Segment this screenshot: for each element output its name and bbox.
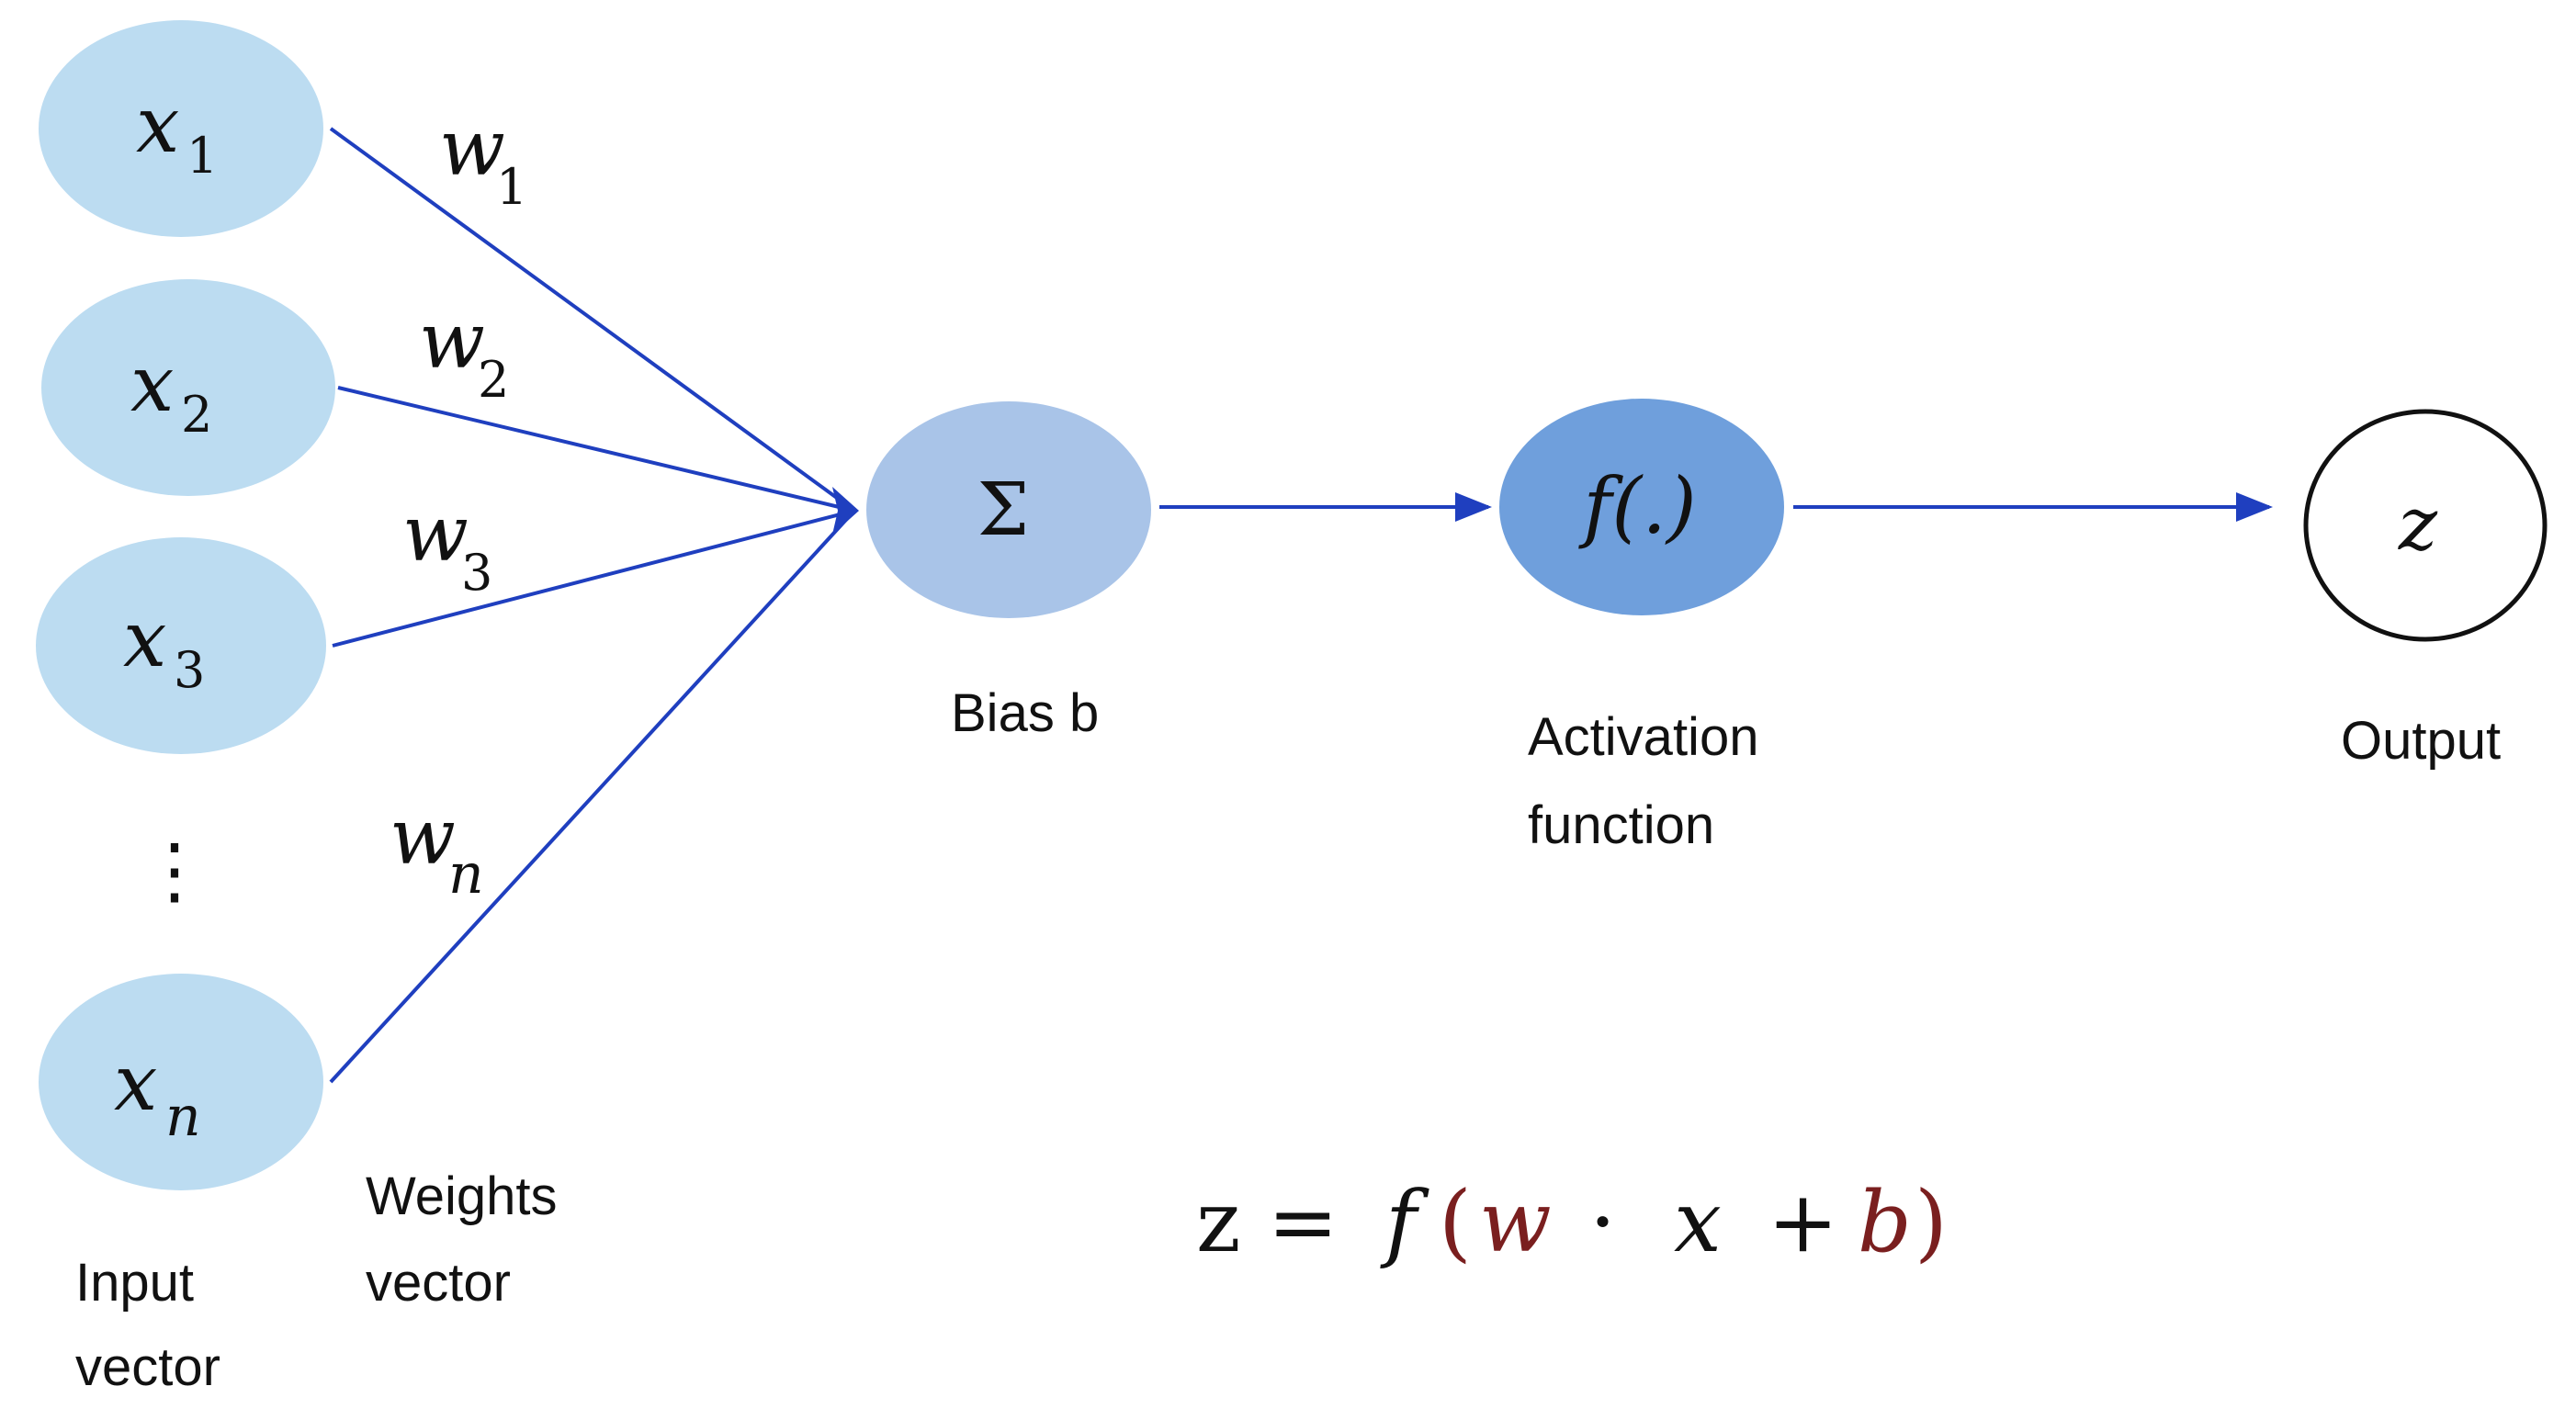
output-symbol: z: [2398, 481, 2438, 567]
w2-base: w: [419, 296, 485, 386]
formula: z = f ( w · x + b ): [1196, 1173, 1948, 1271]
input-node-x3: x 3: [36, 537, 326, 754]
formula-x: x: [1674, 1173, 1722, 1271]
input-vector-label-line2: vector: [75, 1337, 220, 1397]
wn-subscript: n: [448, 842, 484, 907]
formula-plus: +: [1768, 1173, 1838, 1271]
bias-label: Bias b: [951, 683, 1099, 743]
connection-xn: [329, 509, 856, 1084]
weights-vector-label-line1: Weights: [366, 1166, 557, 1226]
formula-close-paren: ): [1915, 1173, 1948, 1271]
weights-vector-label-line2: vector: [366, 1253, 511, 1313]
activation-node: f(.): [1499, 399, 1784, 615]
summation-node: Σ: [866, 401, 1151, 618]
x1-base: x: [136, 80, 179, 170]
x3-base: x: [123, 594, 166, 684]
input-vector-label-line1: Input: [75, 1253, 194, 1313]
sigma-symbol: Σ: [977, 467, 1030, 552]
xn-subscript: n: [165, 1085, 201, 1149]
w2-subscript: 2: [478, 351, 509, 409]
activation-label-line2: function: [1528, 795, 1714, 855]
w1-subscript: 1: [496, 158, 527, 216]
connection-x3: [332, 509, 855, 648]
weight-label-w1: w 1: [439, 103, 527, 216]
formula-b: b: [1858, 1173, 1912, 1271]
convergence-arrowhead: [832, 487, 859, 535]
formula-lhs: z =: [1196, 1173, 1339, 1271]
x2-subscript: 2: [181, 386, 212, 444]
connection-x2: [337, 386, 855, 513]
x3-subscript: 3: [174, 641, 205, 699]
input-node-x1: x 1: [39, 20, 323, 237]
connection-x1: [329, 127, 856, 513]
x1-subscript: 1: [186, 127, 218, 185]
activation-label-line1: Activation: [1528, 707, 1758, 767]
formula-dot: ·: [1589, 1173, 1616, 1271]
w3-subscript: 3: [461, 544, 492, 602]
weight-label-wn: w n: [390, 792, 484, 907]
input-ellipsis: ⋮: [138, 828, 211, 913]
w1-base: w: [439, 103, 505, 193]
weight-label-w3: w 3: [402, 489, 492, 602]
activation-symbol: f(.): [1577, 461, 1696, 551]
formula-f: f: [1380, 1173, 1429, 1271]
weight-connections: [329, 127, 856, 1084]
formula-open-paren: (: [1439, 1173, 1472, 1271]
input-node-xn: x n: [39, 974, 323, 1190]
xn-base: x: [114, 1038, 157, 1128]
input-node-x2: x 2: [41, 279, 335, 496]
wn-base: w: [390, 792, 456, 882]
w3-base: w: [402, 489, 469, 579]
output-node: z: [2303, 409, 2548, 642]
output-label: Output: [2341, 711, 2501, 771]
formula-w: w: [1479, 1173, 1552, 1271]
weight-label-w2: w 2: [419, 296, 509, 409]
x2-base: x: [130, 339, 174, 429]
